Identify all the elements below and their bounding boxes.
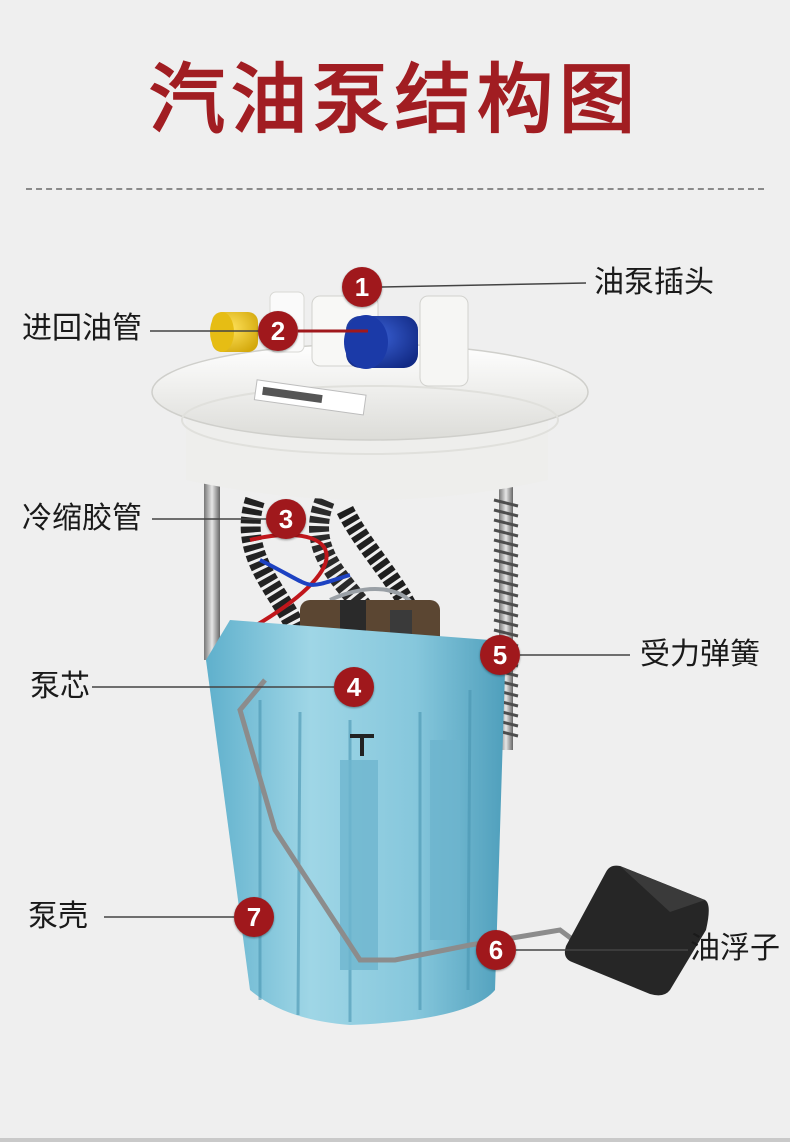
callout-5: 5 <box>480 635 520 675</box>
label-fuel-pump-plug: 油泵插头 <box>594 265 714 300</box>
label-fuel-float: 油浮子 <box>690 931 780 966</box>
leader-line-1 <box>381 282 587 288</box>
flange-body <box>186 420 548 500</box>
float-arm <box>237 678 602 963</box>
callout-6: 6 <box>476 930 516 970</box>
wire-blue <box>259 558 351 587</box>
support-rod-left <box>204 470 220 660</box>
label-support-spring: 受力弹簧 <box>640 637 760 672</box>
fuel-float <box>564 865 709 996</box>
fuel-return-cap <box>344 315 418 369</box>
callout-7: 7 <box>234 897 274 937</box>
page-title: 汽油泵结构图 <box>149 55 641 144</box>
callout-1: 1 <box>342 267 382 307</box>
label-pump-core: 泵芯 <box>30 669 90 704</box>
label-shrink-hose: 冷缩胶管 <box>22 501 142 536</box>
callout-3: 3 <box>266 499 306 539</box>
fuel-inlet-cap <box>210 312 258 352</box>
callout-2: 2 <box>258 311 298 351</box>
label-pump-housing: 泵壳 <box>28 899 88 934</box>
bottom-border <box>0 1138 790 1142</box>
callout-4: 4 <box>334 667 374 707</box>
label-fuel-lines: 进回油管 <box>22 311 142 346</box>
title-divider <box>26 188 764 190</box>
